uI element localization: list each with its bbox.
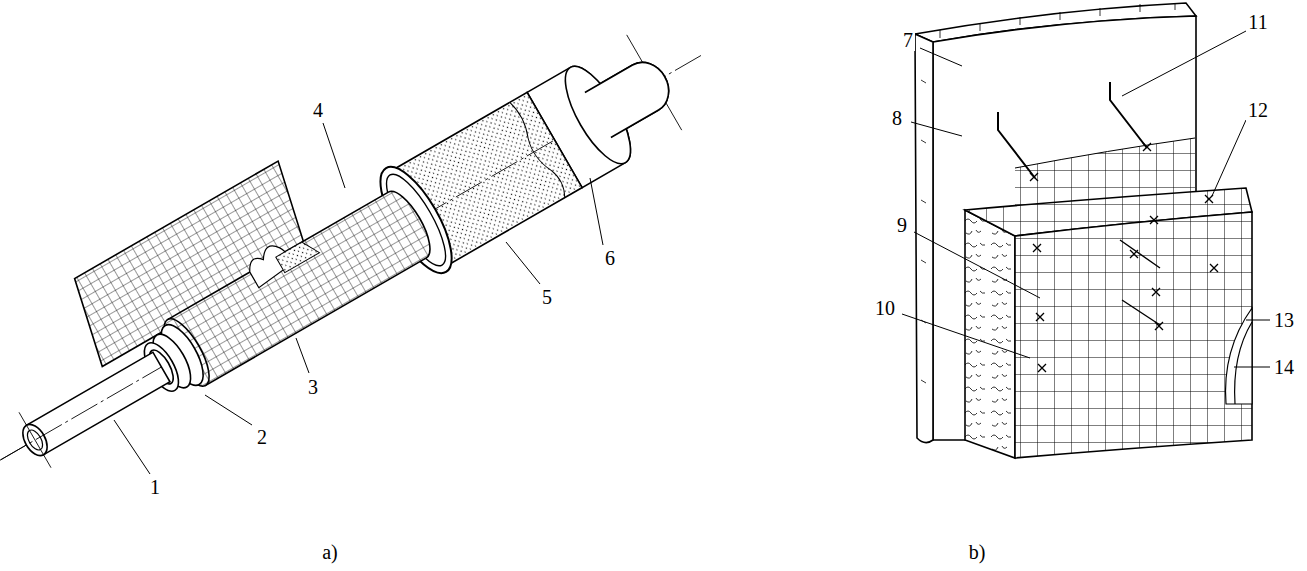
leader-lines (911, 122, 962, 136)
anchor-hook (998, 112, 1035, 178)
weld-crosses (1033, 244, 1041, 252)
inner-layer (276, 237, 320, 273)
leader-lines (1212, 120, 1246, 196)
mesh-cylinder (168, 185, 439, 385)
callout-number: 9 (895, 214, 909, 236)
block-front (1015, 212, 1252, 458)
leader-lines (1234, 367, 1270, 368)
callout-number: 14 (1272, 356, 1296, 378)
callout-number: 2 (255, 426, 269, 448)
figure-label: b) (967, 541, 988, 563)
center-line (0, 367, 161, 460)
leader-lines (902, 314, 1030, 358)
leader-lines (323, 123, 345, 188)
plate-thickness (915, 34, 933, 443)
insulated-panel (915, 3, 1252, 458)
corner-cover (1226, 308, 1252, 404)
leader-lines (590, 178, 603, 245)
pipe (27, 352, 170, 454)
weld-crosses (1036, 313, 1044, 321)
leader-lines (114, 420, 150, 474)
weld-crosses (1030, 173, 1038, 181)
callout-number: 4 (311, 99, 325, 121)
corner-layer (1235, 322, 1252, 404)
leader-lines (920, 48, 962, 66)
callout-number: 10 (873, 297, 897, 319)
leader-lines (114, 31, 1270, 474)
weld-crosses (1152, 288, 1160, 296)
anchor-hook (1110, 82, 1147, 148)
callout-number: 3 (306, 376, 320, 398)
weld-crosses (1155, 322, 1163, 330)
pipe-assembly (0, 0, 732, 512)
callout-number: 11 (1246, 11, 1269, 33)
weld-crosses (1130, 250, 1138, 258)
center-line (0, 55, 701, 460)
end-rod (585, 54, 678, 138)
callout-number: 1 (148, 476, 162, 498)
callout-number: 12 (1246, 99, 1270, 121)
center-line (19, 412, 51, 467)
weld-crosses (1150, 216, 1158, 224)
weld-crosses (1143, 143, 1151, 151)
callout-number: 6 (603, 247, 617, 269)
leader-lines (1246, 320, 1270, 321)
weld-crosses (1210, 264, 1218, 272)
insulation-side (965, 210, 1015, 458)
leader-lines (296, 338, 309, 373)
callout-number: 5 (540, 286, 554, 308)
callout-number: 7 (901, 29, 915, 51)
leader-lines (506, 242, 540, 284)
leader-lines (914, 232, 1040, 298)
callout-number: 8 (890, 107, 904, 129)
weld-crosses (1205, 195, 1213, 203)
callout-number: 13 (1272, 309, 1296, 331)
tie-wire (1120, 240, 1160, 325)
mesh-edge (1015, 138, 1195, 168)
weld-crosses (1038, 364, 1046, 372)
weld-crosses (1030, 143, 1218, 372)
leader-lines (1122, 31, 1246, 96)
leader-lines (205, 395, 252, 425)
center-line (420, 140, 554, 218)
figure-label: a) (320, 541, 340, 563)
